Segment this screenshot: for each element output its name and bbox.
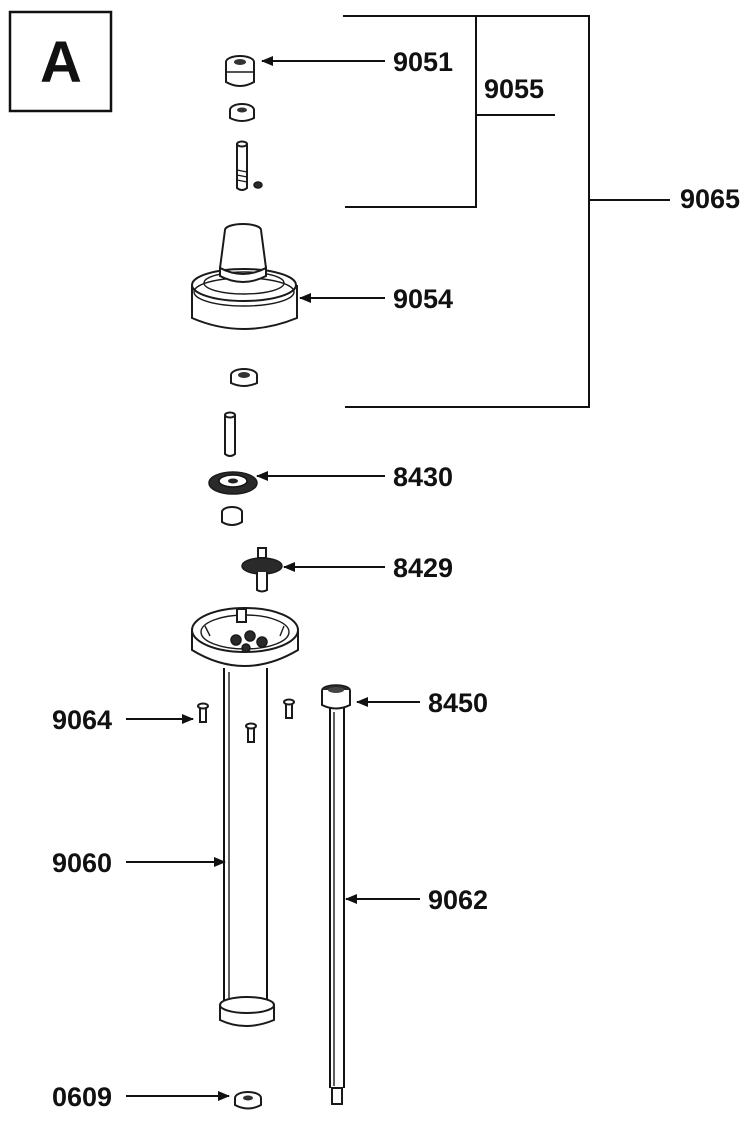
- leader-arrows: [126, 56, 420, 1101]
- part-bearing-upper: [229, 103, 255, 122]
- label-9055: 9055: [484, 74, 544, 104]
- part-bearing-lower: [230, 368, 258, 387]
- label-8450: 8450: [428, 688, 488, 718]
- part-bushing: [221, 506, 243, 526]
- part-8429-pinion: [241, 547, 283, 593]
- label-9064: 9064: [52, 705, 112, 735]
- part-8450-cap: [321, 684, 351, 710]
- assembly-brackets: [343, 15, 670, 408]
- screw-middle: [245, 722, 257, 743]
- screw-left: [197, 702, 209, 723]
- part-9064-screws: [197, 698, 295, 743]
- label-9065: 9065: [680, 184, 740, 214]
- section-tag-box: A: [8, 10, 113, 113]
- label-8429: 8429: [393, 553, 453, 583]
- label-9054: 9054: [393, 284, 453, 314]
- screw-right: [283, 698, 295, 719]
- label-8430: 8430: [393, 462, 453, 492]
- label-0609: 0609: [52, 1082, 112, 1112]
- part-9060-column: [191, 607, 299, 1027]
- part-shaft-pin: [236, 140, 263, 191]
- part-0609-washer: [234, 1091, 262, 1110]
- label-9051: 9051: [393, 47, 453, 77]
- part-9062-rod: [329, 708, 345, 1105]
- section-tag: A: [40, 30, 82, 95]
- label-9062: 9062: [428, 885, 488, 915]
- part-9054-hub: [191, 223, 298, 330]
- part-labels: 9051 9055 9065 9054 8430 8429 8450 9064 …: [52, 47, 740, 1112]
- label-9060: 9060: [52, 848, 112, 878]
- part-9051-nut: [225, 55, 255, 87]
- part-spacer-pin: [224, 411, 236, 457]
- part-8430-gear: [208, 471, 258, 495]
